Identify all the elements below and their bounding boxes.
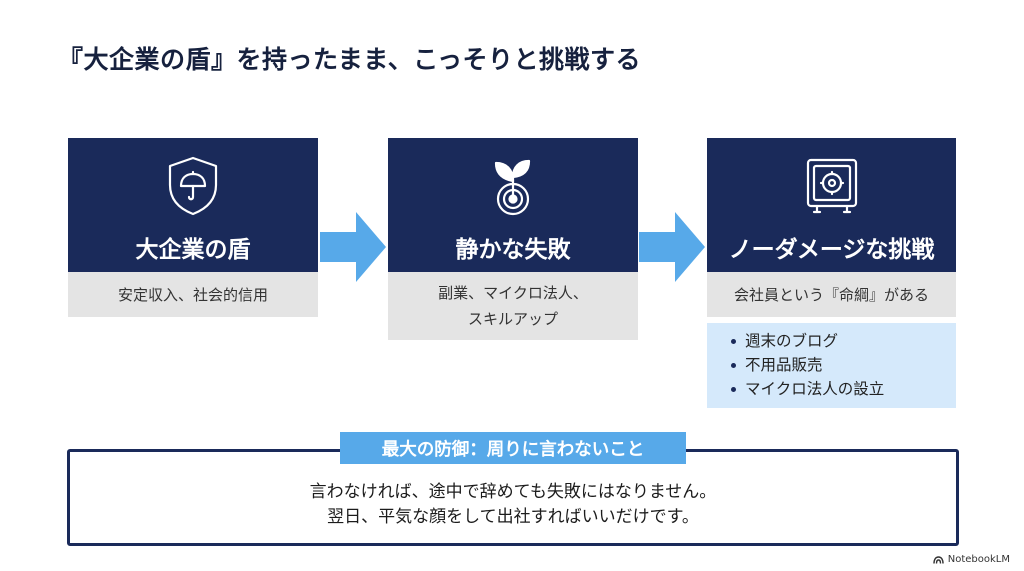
card-subtitle: 会社員という『命綱』がある <box>707 272 956 317</box>
card-subtitle-line: 副業、マイクロ法人、 <box>438 284 588 302</box>
card-header: 大企業の盾 <box>68 138 318 272</box>
footer-brand-text: NotebookLM <box>947 554 1010 565</box>
list-item: マイクロ法人の設立 <box>707 377 956 401</box>
page-title: 『大企業の盾』を持ったまま、こっそりと挑戦する <box>58 45 642 74</box>
safe-icon <box>800 154 864 218</box>
card-subtitle-line: 安定収入、社会的信用 <box>117 285 268 304</box>
card-header: ノーダメージな挑戦 <box>707 138 956 272</box>
defense-text: 言わなければ、途中で辞めても失敗にはなりません。 翌日、平気な顔をして出社すれば… <box>70 480 956 530</box>
defense-label: 最大の防御：周りに言わないこと <box>340 432 686 464</box>
card-header: 静かな失敗 <box>388 138 638 272</box>
card-subtitle: 副業、マイクロ法人、 スキルアップ <box>388 272 638 340</box>
card-no-damage-challenge: ノーダメージな挑戦 会社員という『命綱』がある <box>707 138 956 317</box>
defense-line: 翌日、平気な顔をして出社すればいいだけです。 <box>327 507 699 527</box>
defense-line: 言わなければ、途中で辞めても失敗にはなりません。 <box>309 482 717 502</box>
card-corporate-shield: 大企業の盾 安定収入、社会的信用 <box>68 138 318 317</box>
card-title: 大企業の盾 <box>135 237 251 263</box>
footer-brand: NotebookLM <box>933 554 1010 565</box>
right-arrow-icon <box>639 212 705 282</box>
list-item: 不用品販売 <box>707 353 956 377</box>
card-title: ノーダメージな挑戦 <box>728 237 935 263</box>
card-subtitle: 安定収入、社会的信用 <box>68 272 318 317</box>
sprout-target-icon <box>481 154 545 218</box>
notebooklm-logo-icon <box>933 555 944 564</box>
list-item: 週末のブログ <box>707 329 956 353</box>
card-subtitle-line: 会社員という『命綱』がある <box>733 285 929 304</box>
card-subtitle-line: スキルアップ <box>467 310 558 328</box>
card-title: 静かな失敗 <box>455 237 571 263</box>
shield-umbrella-icon <box>161 154 225 218</box>
challenge-examples-list: 週末のブログ 不用品販売 マイクロ法人の設立 <box>707 323 956 408</box>
right-arrow-icon <box>320 212 386 282</box>
card-quiet-failure: 静かな失敗 副業、マイクロ法人、 スキルアップ <box>388 138 638 340</box>
